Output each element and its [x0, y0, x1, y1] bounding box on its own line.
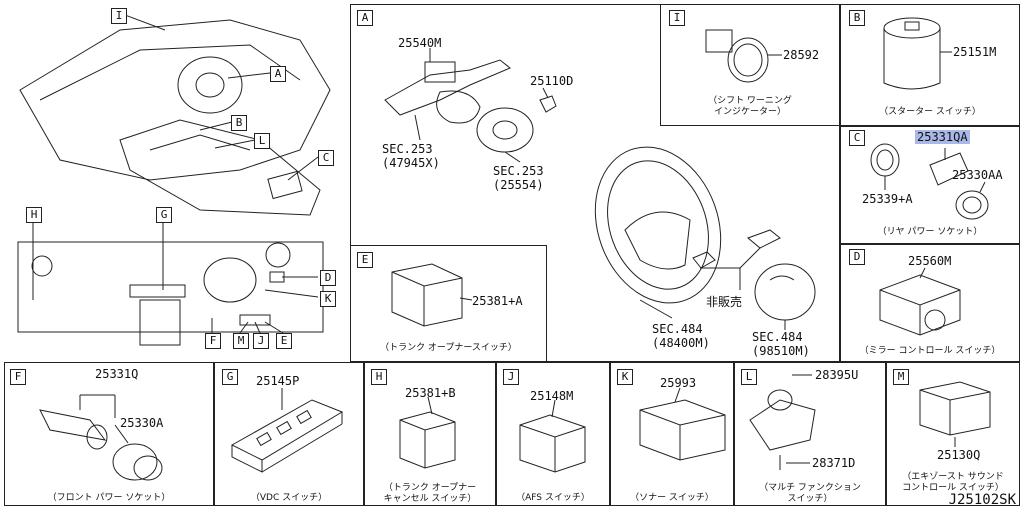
caption: インジケーター）	[713, 107, 786, 117]
ref-tag: D	[320, 270, 336, 286]
ref-tag: M	[233, 333, 249, 349]
caption: （ソナー スイッチ）	[630, 493, 714, 503]
caption: （マルチ ファンクション	[759, 483, 861, 493]
ref-tag: K	[320, 291, 336, 307]
part-number: 25993	[660, 376, 697, 390]
panel-tag: M	[893, 369, 909, 385]
part-number: SEC.484	[752, 330, 803, 344]
caption: （シフト ワーニング	[708, 96, 792, 106]
panel-g	[214, 362, 364, 506]
ref-tag: I	[111, 8, 127, 24]
part-number: 25130Q	[937, 448, 981, 462]
ref-tag: E	[276, 333, 292, 349]
panel-e	[350, 245, 547, 362]
ref-tag: L	[254, 133, 270, 149]
part-number: SEC.484	[652, 322, 703, 336]
ref-tag: B	[231, 115, 247, 131]
caption: （AFS スイッチ）	[516, 493, 590, 503]
panel-j	[496, 362, 610, 506]
caption: （トランク オープナースイッチ）	[380, 343, 517, 353]
part-number: (25554)	[493, 178, 544, 192]
panel-tag: J	[503, 369, 519, 385]
caption: （エキゾースト サウンド	[902, 472, 1004, 482]
part-number: 25381+A	[472, 294, 523, 308]
panel-tag: B	[849, 10, 865, 26]
panel-f	[4, 362, 214, 506]
panel-tag: I	[669, 10, 685, 26]
overview-drawing	[17, 14, 331, 346]
part-number: 25148M	[530, 389, 574, 403]
caption: キャンセル スイッチ）	[383, 494, 477, 504]
part-number: 25145P	[256, 374, 300, 388]
caption: （ミラー コントロール スイッチ）	[859, 346, 1001, 356]
caption: スイッチ）	[787, 494, 833, 504]
part-number: (98510M)	[752, 344, 810, 358]
panel-b	[840, 4, 1020, 126]
part-number: (47945X)	[382, 156, 440, 170]
part-number: 28592	[783, 48, 820, 62]
part-number: (48400M)	[652, 336, 710, 350]
panel-tag: F	[10, 369, 26, 385]
part-number: 25540M	[398, 36, 442, 50]
part-number: 25330A	[120, 416, 164, 430]
part-number: 28395U	[815, 368, 859, 382]
panel-d	[840, 244, 1020, 362]
part-number: 25560M	[908, 254, 952, 268]
caption: コントロール スイッチ）	[902, 483, 1004, 493]
part-number: 25151M	[953, 45, 997, 59]
ref-tag: C	[318, 150, 334, 166]
panel-tag: A	[357, 10, 373, 26]
part-number: 25339+A	[862, 192, 913, 206]
panel-k	[610, 362, 734, 506]
panel-m	[886, 362, 1020, 506]
ref-tag: F	[205, 333, 221, 349]
panel-tag: G	[222, 369, 238, 385]
panel-tag: L	[741, 369, 757, 385]
panel-tag: H	[371, 369, 387, 385]
caption: （フロント パワー ソケット）	[47, 493, 171, 503]
panel-h	[364, 362, 496, 506]
part-number: 25330AA	[952, 168, 1003, 182]
ref-tag: H	[26, 207, 42, 223]
caption: （VDC スイッチ）	[250, 493, 328, 503]
panel-tag: E	[357, 252, 373, 268]
part-number: 28371D	[812, 456, 856, 470]
part-number-highlighted: 25331QA	[915, 130, 970, 144]
ref-tag: A	[270, 66, 286, 82]
panel-tag: C	[849, 130, 865, 146]
panel-l	[734, 362, 886, 506]
part-number: 25331Q	[95, 367, 139, 381]
part-number: 25381+B	[405, 386, 456, 400]
ref-tag: J	[253, 333, 269, 349]
panel-i	[660, 4, 840, 126]
panel-c	[840, 126, 1020, 244]
part-number: SEC.253	[493, 164, 544, 178]
not-for-sale-note: 非販売	[706, 295, 743, 309]
caption: （リヤ パワー ソケット）	[877, 227, 983, 237]
caption: （トランク オープナー	[383, 483, 477, 493]
ref-tag: G	[156, 207, 172, 223]
part-number: 25110D	[530, 74, 574, 88]
panel-a	[350, 4, 840, 362]
panel-tag: D	[849, 249, 865, 265]
caption: （スターター スイッチ）	[879, 107, 981, 117]
diagram-code: J25102SK	[948, 492, 1016, 508]
panel-tag: K	[617, 369, 633, 385]
part-number: SEC.253	[382, 142, 433, 156]
